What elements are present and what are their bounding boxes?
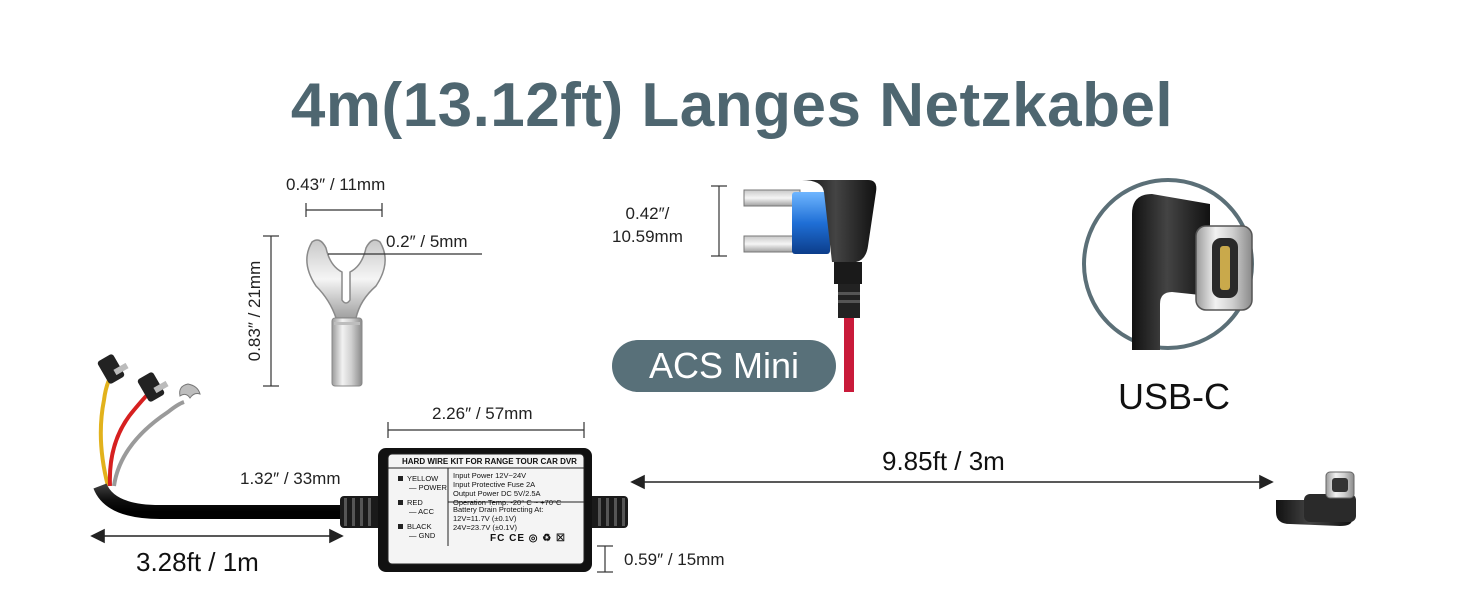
short-cable-arrow — [90, 528, 344, 544]
wire-harness — [98, 372, 185, 487]
module-wire-black: BLACK — GND — [407, 522, 435, 540]
fork-width-label: 0.43″ / 11mm — [286, 175, 386, 194]
small-fuse-tap-2 — [137, 372, 169, 402]
usb-c-cable-closeup — [1132, 194, 1210, 350]
wire-color-yellow: YELLOW — [407, 474, 439, 483]
module-battery-protection: Battery Drain Protecting At: 12V=11.7V (… — [453, 505, 543, 532]
wire-role-power: — POWER — [409, 483, 447, 492]
spec-input-power: Input Power 12V~24V — [453, 471, 527, 480]
wire-role-gnd: — GND — [409, 531, 436, 540]
fuse-holder — [802, 180, 877, 262]
spec-input-fuse: Input Protective Fuse 2A — [453, 480, 536, 489]
fork-barrel — [331, 317, 363, 387]
fork-dimension-lines — [263, 203, 482, 387]
long-cable-arrow — [630, 474, 1274, 490]
module-wire-red: RED — ACC — [407, 498, 434, 516]
fuse-blue-body — [792, 192, 830, 254]
main-cable-left — [93, 482, 348, 519]
module-certifications: FC CE ◎ ♻ ☒ — [490, 533, 566, 544]
wire-color-black: BLACK — [407, 522, 432, 531]
module-height-label: 1.32″ / 33mm — [240, 469, 341, 488]
page-title: 4m(13.12ft) Langes Netzkabel — [290, 71, 1174, 140]
fuse-prong-bottom — [743, 235, 801, 253]
acs-mini-badge: ACS Mini — [612, 340, 836, 392]
battery-24v: 24V=23.7V (±0.1V) — [453, 523, 517, 532]
hardwire-module — [378, 448, 592, 572]
fork-terminal — [306, 239, 386, 387]
module-dimension-lines — [387, 422, 613, 573]
battery-title: Battery Drain Protecting At: — [453, 505, 544, 514]
small-fuse-tap-1 — [97, 354, 129, 384]
fuse-height-label: 0.42″/ 10.59mm — [612, 204, 683, 246]
fork-head — [306, 239, 386, 319]
wire-color-red: RED — [407, 498, 423, 507]
fuse-prong-top — [743, 189, 801, 207]
module-width-label: 2.26″ / 57mm — [432, 404, 533, 423]
acs-mini-fuse-tap — [743, 180, 877, 392]
module-header: HARD WIRE KIT FOR RANGE TOUR CAR DVR — [402, 457, 577, 466]
module-specs: Input Power 12V~24V Input Protective Fus… — [453, 471, 561, 507]
battery-12v: 12V=11.7V (±0.1V) — [453, 514, 517, 523]
module-thickness-label: 0.59″ / 15mm — [624, 550, 725, 569]
fork-height-label: 0.83″ / 21mm — [245, 260, 264, 362]
red-wire — [107, 390, 152, 487]
small-fork-terminal — [179, 383, 201, 399]
fuse-dimension-line — [711, 185, 727, 257]
strain-relief-left — [340, 496, 382, 528]
wire-role-acc: — ACC — [409, 507, 435, 516]
spec-operation-temp: Operation Temp. -20° C ~ +70°C — [453, 498, 562, 507]
usb-c-label: USB-C — [1118, 376, 1231, 417]
usb-c-closeup — [1082, 178, 1254, 350]
spec-output-power: Output Power DC 5V/2.5A — [453, 489, 541, 498]
usb-c-plug — [1276, 471, 1356, 526]
long-cable-label: 9.85ft / 3m — [882, 446, 1005, 476]
grey-wire — [112, 400, 185, 487]
strain-relief-right — [586, 496, 628, 528]
short-cable-label: 3.28ft / 1m — [136, 547, 259, 577]
fork-slot-label: 0.2″ / 5mm — [386, 232, 468, 251]
module-wire-yellow: YELLOW — POWER — [407, 474, 447, 492]
